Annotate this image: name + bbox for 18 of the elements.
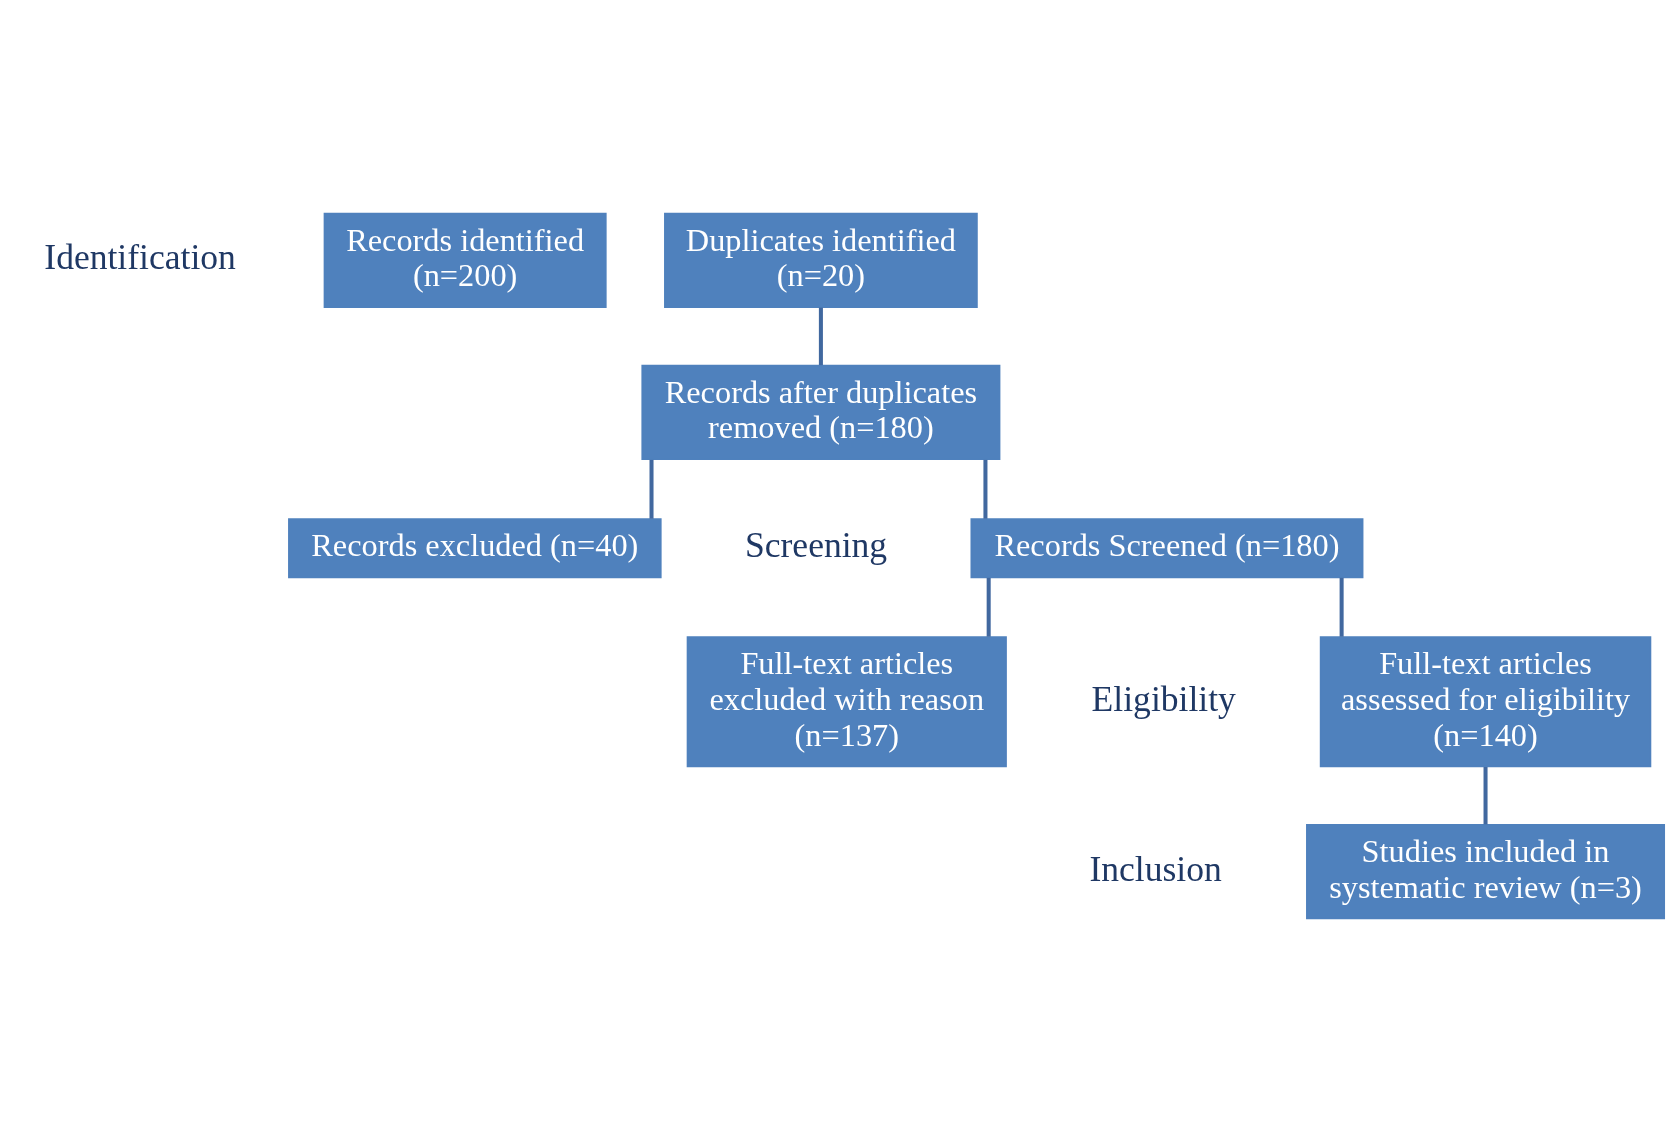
node-box: Records Screened (n=180) [970, 518, 1364, 579]
node-box: Full-text articles excluded with reason (n=137) [686, 636, 1007, 768]
node-box: Studies included in systematic review (n=3) [1306, 823, 1666, 920]
label: Eligibility [1091, 678, 1236, 719]
connector [983, 459, 988, 519]
label: Identification [44, 237, 236, 278]
connector [818, 307, 823, 366]
label: Screening [744, 525, 888, 566]
connector [1339, 577, 1344, 637]
node-box: Full-text articles assessed for eligibility (n=140) [1319, 636, 1652, 768]
label: Inclusion [1089, 848, 1222, 889]
node-box: Records identified (n=200) [323, 212, 607, 309]
node-box: Records after duplicates removed (n=180) [641, 364, 1001, 461]
node-box: Duplicates identified (n=20) [664, 212, 978, 309]
connector [1483, 767, 1488, 825]
connector [649, 459, 654, 519]
connector [986, 577, 991, 637]
node-box: Records excluded (n=40) [288, 518, 662, 579]
